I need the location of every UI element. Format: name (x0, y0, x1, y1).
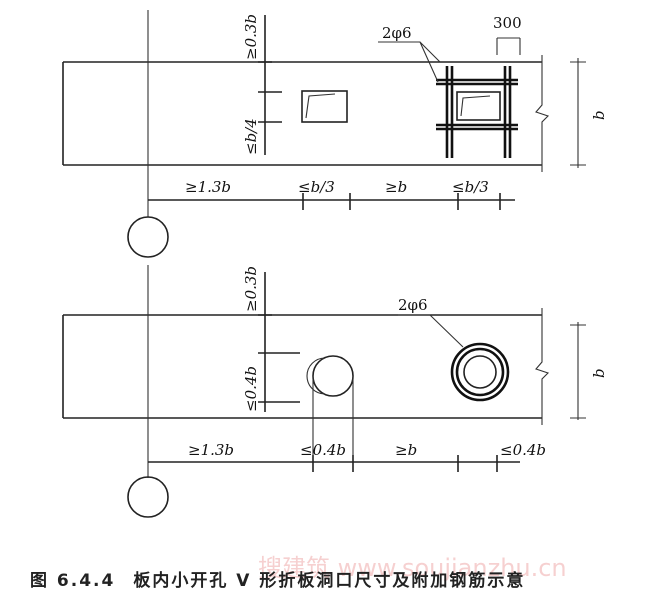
top-added-rebars (436, 66, 518, 158)
top-figure: ≥0.3b ≤b/4 2φ6 300 b ≥1.3b ≤b/3 ≥b ≤b/3 (62, 10, 608, 258)
bottom-dim-3: ≥b (395, 441, 417, 459)
bottom-hole-extension (312, 376, 354, 455)
bottom-ring-rebar-inner (455, 347, 505, 397)
bottom-hole-size-label: ≤0.4b (242, 366, 260, 412)
top-reinforced-hole-fold (460, 95, 491, 117)
bottom-reinforced-hole (463, 355, 497, 389)
bottom-horizontal-dim (148, 455, 520, 472)
top-hole-size-label: ≤b/4 (242, 118, 260, 155)
bottom-rebar-label: 2φ6 (398, 296, 428, 314)
top-dim-3: ≥b (385, 178, 407, 196)
top-slab-outline (62, 61, 542, 166)
top-reinforced-hole (456, 91, 501, 121)
top-dim-1: ≥1.3b (185, 178, 231, 196)
top-width-label: b (590, 110, 608, 120)
top-dim-4: ≤b/3 (452, 178, 489, 196)
top-rebar-leader (378, 41, 441, 83)
figure-number: 图 6.4.4 (30, 571, 116, 591)
bottom-slab-outline (62, 314, 542, 419)
bottom-width-dim (570, 322, 586, 420)
bottom-edge-dist-label: ≥0.3b (242, 266, 260, 312)
figure-caption: 图 6.4.4 板内小开孔 V 形折板洞口尺寸及附加钢筋示意 (30, 566, 543, 591)
bottom-break-line (535, 308, 550, 425)
top-small-hole-fold (305, 93, 336, 119)
top-spacing-label: 300 (493, 14, 522, 32)
watermark: 搜建筑 www.soujianzhu.cn (258, 554, 567, 582)
top-edge-dist-label: ≥0.3b (242, 14, 260, 60)
bottom-ring-rebar-outer (450, 342, 510, 402)
bottom-dim-4: ≤0.4b (500, 441, 546, 459)
top-width-dim (570, 58, 586, 168)
bottom-rebar-leader (398, 314, 464, 348)
bottom-axis-bubble (127, 476, 169, 518)
top-vertical-dim (258, 15, 282, 155)
top-axis-bubble (127, 216, 169, 258)
bottom-small-hole-fold (306, 357, 326, 395)
top-dim-2: ≤b/3 (298, 178, 335, 196)
bottom-dim-1: ≥1.3b (188, 441, 234, 459)
bottom-small-hole (312, 355, 354, 397)
top-spacing-dim (496, 37, 521, 55)
bottom-width-label: b (590, 368, 608, 378)
bottom-dim-2: ≤0.4b (300, 441, 346, 459)
top-rebar-label: 2φ6 (382, 24, 412, 42)
top-horizontal-dim (148, 193, 515, 210)
bottom-figure: ≥0.3b ≤0.4b 2φ6 b ≥1.3b ≤0.4b ≥b ≤0.4b (62, 265, 608, 518)
bottom-vertical-dim (258, 272, 300, 412)
figure-title: 板内小开孔 V 形折板洞口尺寸及附加钢筋示意 (133, 571, 526, 591)
top-break-line (535, 55, 550, 172)
top-small-hole (301, 90, 348, 123)
